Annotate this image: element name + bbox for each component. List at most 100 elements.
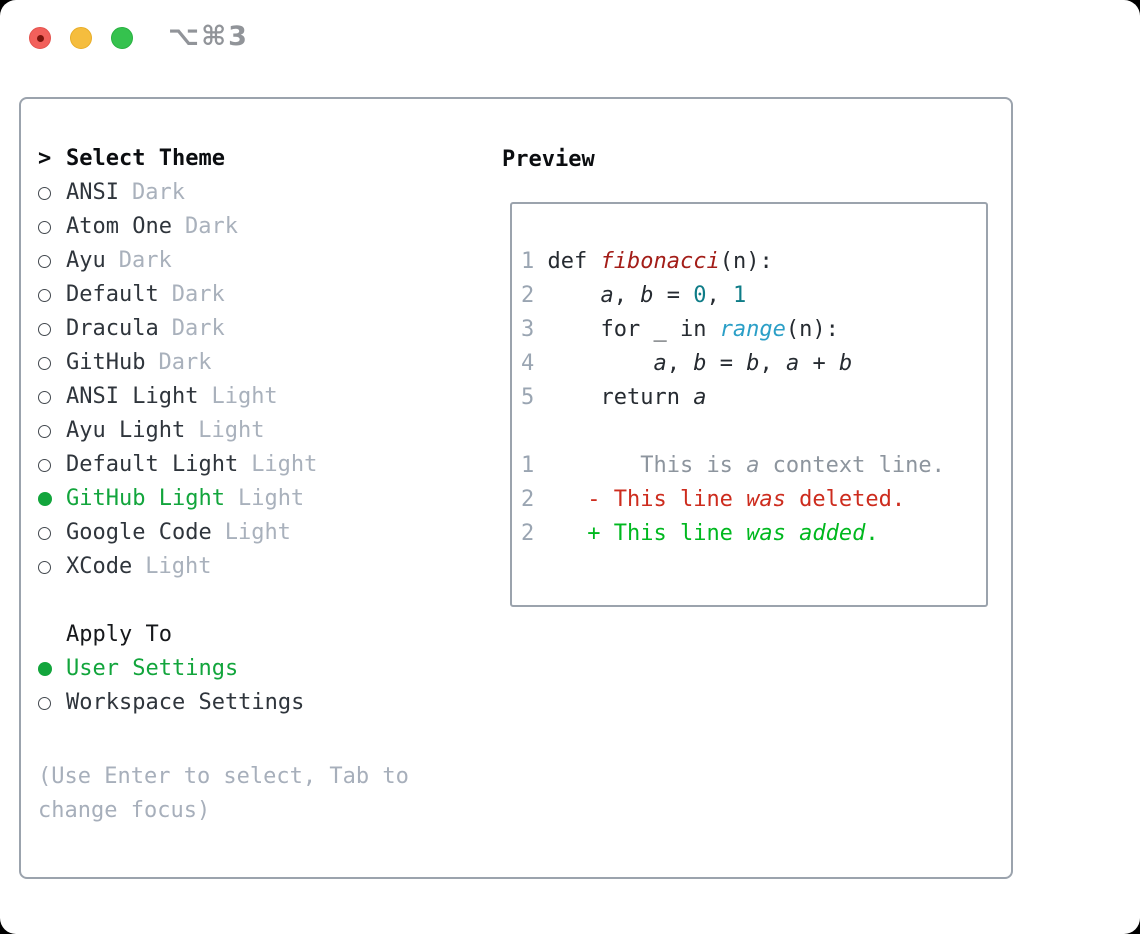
radio-selected-icon xyxy=(38,662,52,676)
token-num: 0 xyxy=(693,283,707,308)
radio-marker xyxy=(38,356,66,370)
radio-marker xyxy=(38,390,66,404)
close-dot-icon xyxy=(36,34,44,42)
minimize-button[interactable] xyxy=(70,27,92,49)
theme-variant-tag: Light xyxy=(237,486,305,511)
token-var: b xyxy=(693,351,707,376)
theme-variant-tag: Dark xyxy=(131,180,185,205)
token-var: b xyxy=(746,351,760,376)
token-del: - This line xyxy=(547,487,747,512)
theme-option-default-light-light[interactable]: Default Light Light xyxy=(38,448,440,482)
cursor-arrow-icon: > xyxy=(38,146,52,171)
token-plain: , xyxy=(759,351,786,376)
radio-marker xyxy=(38,560,66,574)
option-label: ANSI xyxy=(66,180,119,205)
token-add: + This line xyxy=(547,521,747,546)
theme-option-ansi-dark[interactable]: ANSI Dark xyxy=(38,176,440,210)
token-plain: for _ in xyxy=(547,317,720,342)
line-number: 2 xyxy=(521,487,548,512)
token-var: b xyxy=(838,351,853,376)
theme-variant-tag: Light xyxy=(251,452,318,477)
theme-option-github-light-light[interactable]: GitHub Light Light xyxy=(38,482,440,516)
radio-marker xyxy=(38,526,66,540)
theme-variant-tag: Dark xyxy=(184,214,238,239)
line-number: 3 xyxy=(521,317,548,342)
token-plain: (n): xyxy=(785,317,839,342)
token-call: range xyxy=(719,317,786,342)
code-line: 1 def fibonacci(n): xyxy=(521,245,986,279)
token-plain xyxy=(548,351,654,376)
option-label: GitHub Light xyxy=(66,486,225,511)
radio-marker xyxy=(38,492,66,506)
titlebar xyxy=(29,27,133,49)
option-label: GitHub xyxy=(66,350,146,375)
token-plain: (n): xyxy=(719,249,773,274)
token-plain: = xyxy=(706,351,747,376)
radio-marker xyxy=(38,696,66,710)
token-func: fibonacci xyxy=(600,249,720,274)
token-plain: + xyxy=(799,351,839,376)
option-label: ANSI Light xyxy=(66,384,199,409)
option-label: Ayu Light xyxy=(66,418,186,443)
radio-marker xyxy=(38,662,66,676)
theme-option-xcode-light[interactable]: XCode Light xyxy=(38,550,440,584)
radio-icon xyxy=(38,526,51,540)
radio-icon xyxy=(38,254,51,268)
option-label: Default xyxy=(66,282,159,307)
token-plain: def xyxy=(547,249,601,274)
token-ctx: context line. xyxy=(759,453,945,478)
option-label: XCode xyxy=(66,554,133,579)
apply-option-workspace-settings[interactable]: Workspace Settings xyxy=(38,686,440,720)
code-line: 2 a, b = 0, 1 xyxy=(521,279,986,313)
radio-marker xyxy=(38,458,66,472)
radio-marker xyxy=(38,186,66,200)
token-ctxi: a xyxy=(746,453,760,478)
close-button[interactable] xyxy=(29,27,51,49)
theme-variant-tag: Light xyxy=(145,554,212,579)
theme-variant-tag: Dark xyxy=(118,248,172,273)
token-var: a xyxy=(693,385,707,410)
code-line: 5 return a xyxy=(521,381,986,415)
line-number: 1 xyxy=(521,453,548,478)
radio-icon xyxy=(38,288,51,302)
radio-icon xyxy=(38,356,51,370)
radio-marker xyxy=(38,220,66,234)
radio-icon xyxy=(38,424,51,438)
radio-marker xyxy=(38,254,66,268)
token-del: deleted. xyxy=(785,487,906,512)
select-theme-header: > Select Theme xyxy=(38,142,440,176)
radio-icon xyxy=(38,560,51,574)
token-plain: , xyxy=(613,283,641,308)
apply-option-user-settings[interactable]: User Settings xyxy=(38,652,440,686)
radio-icon xyxy=(38,458,51,472)
line-number: 4 xyxy=(521,351,548,376)
token-deli: was xyxy=(746,487,786,512)
maximize-button[interactable] xyxy=(111,27,133,49)
window-shortcut-label: ⌥⌘3 xyxy=(168,21,249,52)
line-number: 2 xyxy=(521,521,548,546)
radio-icon xyxy=(38,186,51,200)
radio-marker xyxy=(38,288,66,302)
token-plain: return xyxy=(547,385,694,410)
token-ctx: This is xyxy=(547,453,747,478)
token-var: a xyxy=(653,351,667,376)
radio-marker xyxy=(38,322,66,336)
option-label: Default Light xyxy=(66,452,239,477)
line-number: 2 xyxy=(521,283,548,308)
radio-selected-icon xyxy=(38,492,52,506)
theme-variant-tag: Light xyxy=(211,384,278,409)
option-label: Dracula xyxy=(66,316,159,341)
theme-option-ansi-light-light[interactable]: ANSI Light Light xyxy=(38,380,440,414)
